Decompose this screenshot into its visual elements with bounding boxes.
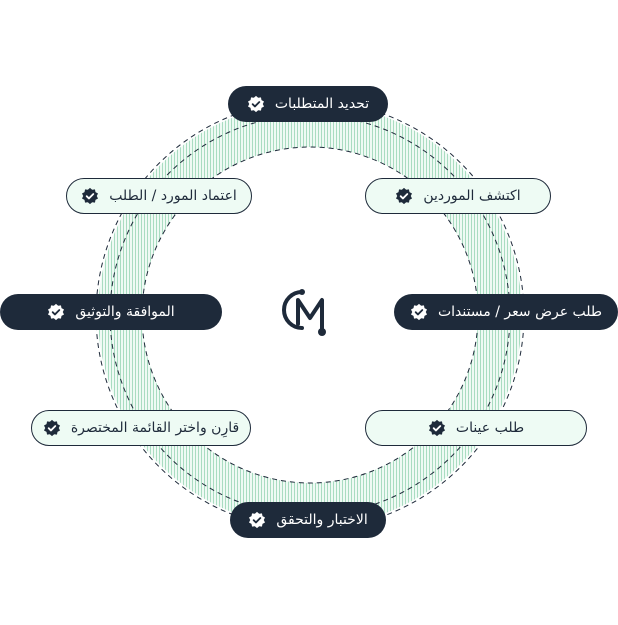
step-label: طلب عرض سعر / مستندات [437, 304, 603, 320]
step-pill-testing-verification: الاختبار والتحقق [230, 502, 386, 538]
verified-check-badge-icon [48, 303, 65, 321]
verified-check-badge-icon [410, 303, 427, 321]
step-pill-compare-shortlist: قارِن واختر القائمة المختصرة [31, 410, 251, 446]
step-pill-approval-documentation: الموافقة والتوثيق [0, 294, 222, 330]
step-label: الاختبار والتحقق [276, 512, 368, 528]
verified-check-badge-icon [43, 419, 60, 437]
step-label: اعتماد المورد / الطلب [109, 188, 237, 204]
step-label: تحديد المتطلبات [274, 96, 370, 112]
step-pill-discover-suppliers: اكتشف الموردين [365, 178, 551, 214]
verified-check-badge-icon [249, 511, 266, 529]
verified-check-badge-icon [82, 187, 99, 205]
step-label: الموافقة والتوثيق [75, 304, 175, 320]
step-pill-request-samples: طلب عينات [365, 410, 587, 446]
verified-check-badge-icon [247, 95, 264, 113]
step-label: قارِن واختر القائمة المختصرة [70, 420, 240, 436]
step-pill-request-quote: طلب عرض سعر / مستندات [394, 294, 618, 330]
verified-check-badge-icon [396, 187, 413, 205]
step-label: طلب عينات [455, 420, 525, 436]
step-label: اكتشف الموردين [423, 188, 521, 204]
verified-check-badge-icon [428, 419, 445, 437]
step-pill-approve-supplier-order: اعتماد المورد / الطلب [66, 178, 252, 214]
step-pill-define-requirements: تحديد المتطلبات [228, 86, 388, 122]
cm-logo [282, 289, 326, 336]
